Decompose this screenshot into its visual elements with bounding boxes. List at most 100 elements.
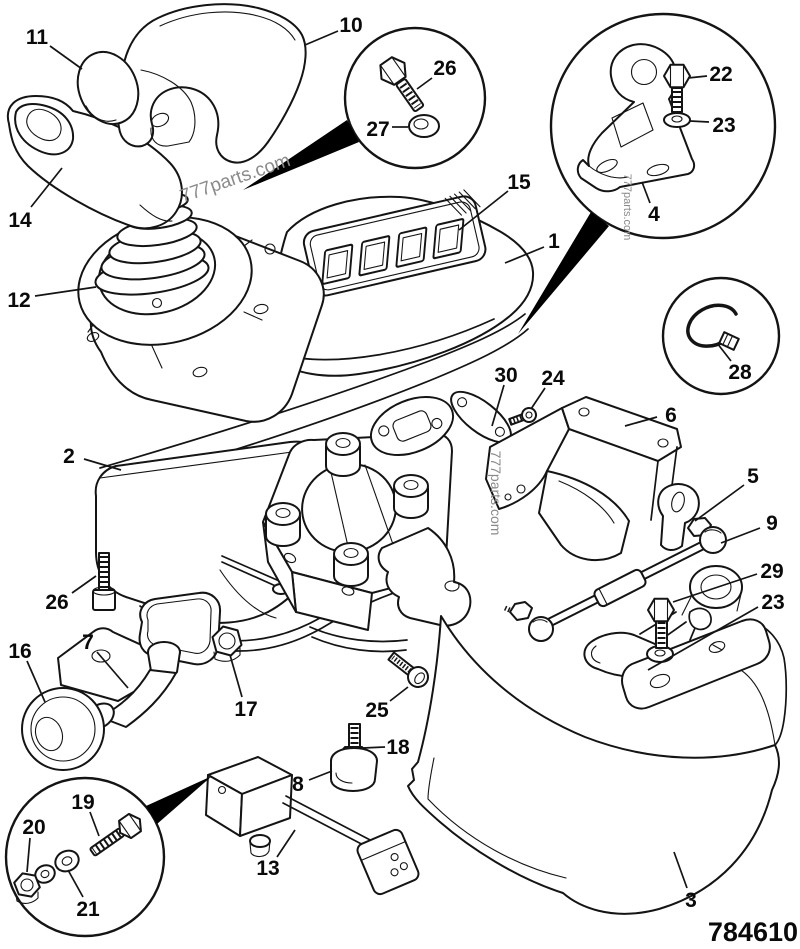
detail-clip-28 bbox=[686, 303, 740, 351]
rubber-bobbin bbox=[333, 542, 369, 587]
detail-bracket-4 bbox=[576, 43, 696, 193]
leader-line-18 bbox=[362, 746, 386, 749]
leader-line-15 bbox=[458, 190, 509, 231]
callout-3: 3 bbox=[685, 889, 697, 912]
nut-17 bbox=[211, 625, 243, 662]
link-rod bbox=[503, 517, 727, 642]
leader-line-5 bbox=[694, 484, 745, 522]
joystick-bellows bbox=[94, 192, 210, 296]
support-bracket bbox=[485, 396, 682, 562]
leader-line-14 bbox=[30, 167, 63, 208]
callout-11: 11 bbox=[26, 26, 49, 49]
callout-10: 10 bbox=[339, 14, 362, 37]
leader-line-3 bbox=[673, 851, 688, 889]
callout-18: 18 bbox=[386, 736, 410, 759]
callout-14: 14 bbox=[8, 209, 32, 232]
callout-23: 23 bbox=[712, 114, 735, 137]
callout-23: 23 bbox=[761, 591, 784, 614]
lever-knob-assembly bbox=[21, 591, 222, 771]
watermark: 777parts.com bbox=[488, 451, 504, 536]
leader-line-10 bbox=[304, 30, 339, 46]
leader-line-25 bbox=[389, 686, 409, 702]
connector-plug bbox=[356, 828, 420, 896]
leader-line-23 bbox=[647, 606, 759, 671]
leader-line-22 bbox=[687, 75, 708, 79]
callout-24: 24 bbox=[541, 367, 565, 390]
pointer-wedges bbox=[146, 120, 609, 824]
screw-25 bbox=[387, 651, 429, 688]
callout-12: 12 bbox=[7, 289, 30, 312]
detail-nut-20 bbox=[13, 872, 41, 904]
mounting-plate bbox=[262, 396, 472, 631]
callout-13: 13 bbox=[256, 857, 279, 880]
callout-28: 28 bbox=[728, 361, 752, 384]
callout-9: 9 bbox=[766, 512, 778, 535]
leader-line-28 bbox=[716, 342, 732, 362]
switch-assembly bbox=[205, 756, 420, 896]
callout-29: 29 bbox=[760, 560, 783, 583]
callout-25: 25 bbox=[365, 699, 389, 722]
callout-27: 27 bbox=[366, 118, 389, 141]
detail-bolt-26 bbox=[379, 56, 425, 113]
callout-6: 6 bbox=[665, 404, 677, 427]
rubber-bobbin bbox=[325, 432, 361, 477]
leader-line-9 bbox=[720, 527, 761, 544]
detail-washer-21 bbox=[34, 849, 80, 884]
callout-20: 20 bbox=[22, 816, 45, 839]
pointer-wedge bbox=[243, 120, 359, 190]
bolt-29 bbox=[646, 597, 675, 663]
leader-line-23 bbox=[689, 120, 710, 123]
callout-22: 22 bbox=[709, 63, 732, 86]
callout-26: 26 bbox=[45, 591, 68, 614]
leader-line-21 bbox=[67, 869, 84, 898]
rubber-bobbin bbox=[393, 474, 429, 519]
watermark: 777parts.com bbox=[621, 174, 633, 241]
callout-1: 1 bbox=[548, 230, 560, 253]
pointer-wedge bbox=[518, 212, 609, 334]
screw-24 bbox=[508, 407, 537, 426]
callout-15: 15 bbox=[507, 171, 531, 194]
bolt-26-left bbox=[92, 552, 116, 611]
detail-circle bbox=[661, 276, 781, 396]
cam-lever-assembly bbox=[583, 565, 771, 710]
leader-line-26 bbox=[71, 575, 97, 594]
callout-21: 21 bbox=[76, 898, 100, 921]
stud-18-grommet-8 bbox=[330, 723, 378, 792]
rubber-bobbin bbox=[265, 502, 301, 547]
leader-line-16 bbox=[26, 660, 46, 703]
detail-washer-27 bbox=[408, 114, 440, 138]
grip-hatch bbox=[444, 189, 481, 216]
callout-19: 19 bbox=[71, 791, 94, 814]
leader-line-26 bbox=[416, 77, 433, 90]
leader-line-30 bbox=[491, 384, 505, 427]
callout-2: 2 bbox=[63, 445, 75, 468]
pointer-wedge bbox=[146, 776, 212, 824]
detail-bolt-19 bbox=[89, 812, 142, 857]
switch-panel bbox=[302, 189, 487, 297]
detail-washer-23 bbox=[663, 112, 691, 128]
console-top-cover bbox=[96, 189, 535, 492]
leader-line-12 bbox=[34, 286, 97, 297]
callout-16: 16 bbox=[8, 640, 31, 663]
leader-line-20 bbox=[26, 837, 31, 873]
leader-line-17 bbox=[229, 654, 243, 698]
leader-line-19 bbox=[89, 811, 100, 837]
callout-8: 8 bbox=[292, 773, 304, 796]
callout-5: 5 bbox=[747, 465, 759, 488]
pad-insert bbox=[76, 51, 140, 125]
leader-line-13 bbox=[276, 829, 296, 858]
callout-7: 7 bbox=[82, 631, 94, 654]
leader-line-1 bbox=[504, 246, 545, 264]
leader-line-8 bbox=[308, 770, 333, 781]
part-number: 784610 bbox=[708, 917, 798, 947]
callout-4: 4 bbox=[648, 203, 660, 226]
callout-30: 30 bbox=[494, 364, 517, 387]
leader-line-29 bbox=[672, 573, 758, 603]
armrest-pad bbox=[116, 3, 307, 164]
leader-line-7 bbox=[96, 651, 129, 689]
leader-line-11 bbox=[49, 45, 83, 70]
callout-26: 26 bbox=[433, 57, 456, 80]
